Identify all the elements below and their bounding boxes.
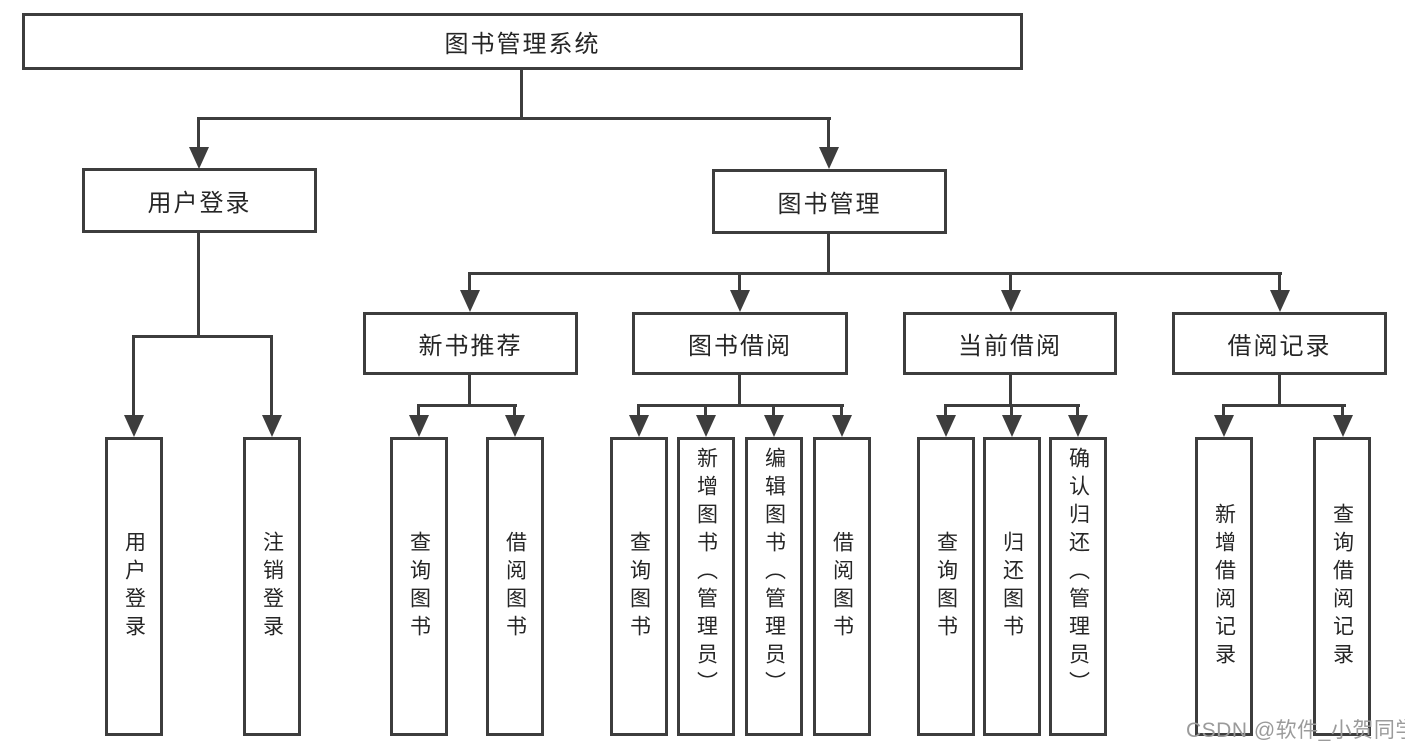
leaf-query-books-recommendation: 查询图书 (390, 437, 448, 736)
connector-line (1278, 375, 1281, 407)
connector-line (1009, 375, 1012, 407)
leaf-label: 注销登录 (260, 530, 284, 643)
connector-line (468, 375, 471, 407)
node-book-management-system: 图书管理系统 (22, 13, 1023, 70)
connector-line (827, 233, 830, 274)
leaf-query-borrowing-record: 查询借阅记录 (1313, 437, 1371, 736)
connector-line (772, 404, 775, 418)
arrow-down-icon (730, 290, 750, 312)
watermark-text: CSDN @软件_小贺同学 (1186, 719, 1405, 742)
leaf-label: 借阅图书 (503, 530, 527, 643)
connector-line (1010, 404, 1013, 418)
node-label: 图书管理系统 (444, 31, 601, 58)
arrow-down-icon (124, 415, 144, 437)
node-label: 图书借阅 (688, 333, 792, 360)
node-label: 当前借阅 (958, 333, 1062, 360)
connector-line (738, 375, 741, 407)
connector-line (417, 404, 517, 407)
arrow-down-icon (1002, 415, 1022, 437)
arrow-down-icon (1001, 290, 1021, 312)
leaf-label: 查询图书 (627, 530, 651, 643)
connector-line (1341, 404, 1344, 418)
connector-line (840, 404, 843, 418)
arrow-down-icon (1270, 290, 1290, 312)
leaf-label: 查询图书 (934, 530, 958, 643)
connector-line (468, 272, 1282, 275)
leaf-label: 编辑图书（管理员） (762, 447, 786, 699)
arrow-down-icon (629, 415, 649, 437)
node-user-login: 用户登录 (82, 168, 317, 233)
leaf-label: 新增借阅记录 (1212, 502, 1236, 671)
node-book-management: 图书管理 (712, 169, 947, 234)
node-label: 借阅记录 (1227, 333, 1332, 360)
arrow-down-icon (696, 415, 716, 437)
connector-line (1009, 272, 1012, 293)
connector-line (637, 404, 844, 407)
connector-line (1222, 404, 1225, 418)
connector-line (944, 404, 947, 418)
connector-line (738, 272, 741, 293)
connector-line (417, 404, 420, 418)
leaf-edit-books-admin: 编辑图书（管理员） (745, 437, 803, 736)
arrow-down-icon (262, 415, 282, 437)
node-new-book-recommendation: 新书推荐 (363, 312, 578, 375)
connector-line (513, 404, 516, 418)
node-borrowing-records: 借阅记录 (1172, 312, 1387, 375)
leaf-label: 用户登录 (122, 530, 146, 643)
node-book-borrowing: 图书借阅 (632, 312, 848, 375)
leaf-borrow-books: 借阅图书 (813, 437, 871, 736)
leaf-return-books: 归还图书 (983, 437, 1041, 736)
arrow-down-icon (189, 147, 209, 169)
connector-line (197, 117, 200, 150)
connector-line (270, 335, 273, 417)
arrow-down-icon (1068, 415, 1088, 437)
node-current-borrowing: 当前借阅 (903, 312, 1117, 375)
leaf-add-borrowing-record: 新增借阅记录 (1195, 437, 1253, 736)
connector-line (637, 404, 640, 418)
arrow-down-icon (1333, 415, 1353, 437)
connector-line (1222, 404, 1346, 407)
leaf-borrow-books-recommendation: 借阅图书 (486, 437, 544, 736)
arrow-down-icon (1214, 415, 1234, 437)
arrow-down-icon (409, 415, 429, 437)
leaf-query-books-current: 查询图书 (917, 437, 975, 736)
connector-line (704, 404, 707, 418)
connector-line (827, 117, 830, 150)
connector-line (132, 335, 135, 417)
leaf-label: 归还图书 (1000, 530, 1024, 643)
connector-line (1076, 404, 1079, 418)
leaf-query-books-borrowing: 查询图书 (610, 437, 668, 736)
node-label: 图书管理 (777, 191, 882, 218)
arrow-down-icon (505, 415, 525, 437)
arrow-down-icon (832, 415, 852, 437)
arrow-down-icon (460, 290, 480, 312)
leaf-add-books-admin: 新增图书（管理员） (677, 437, 735, 736)
arrow-down-icon (936, 415, 956, 437)
connector-line (520, 67, 523, 119)
leaf-confirm-return-admin: 确认归还（管理员） (1049, 437, 1107, 736)
leaf-label: 新增图书（管理员） (694, 447, 718, 699)
leaf-label: 查询图书 (407, 530, 431, 643)
arrow-down-icon (764, 415, 784, 437)
node-label: 新书推荐 (418, 333, 523, 360)
node-label: 用户登录 (147, 190, 252, 217)
leaf-user-login: 用户登录 (105, 437, 163, 736)
leaf-label: 查询借阅记录 (1330, 502, 1354, 671)
leaf-logout: 注销登录 (243, 437, 301, 736)
connector-line (197, 232, 200, 337)
connector-line (468, 272, 471, 293)
leaf-label: 确认归还（管理员） (1066, 447, 1090, 699)
connector-line (133, 335, 273, 338)
connector-line (197, 117, 831, 120)
connector-line (1278, 272, 1281, 293)
arrow-down-icon (819, 147, 839, 169)
leaf-label: 借阅图书 (830, 530, 854, 643)
